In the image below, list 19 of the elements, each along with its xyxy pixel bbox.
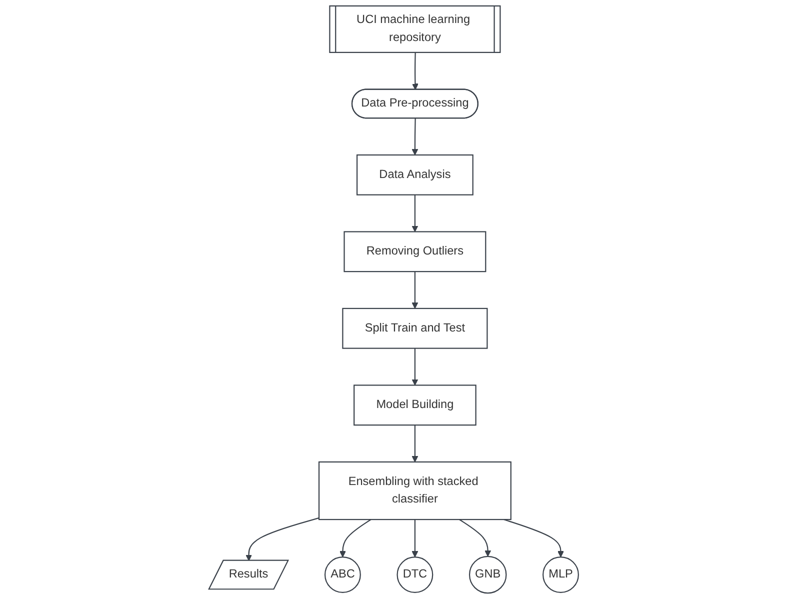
node-box: Model Building bbox=[353, 384, 476, 426]
arrow bbox=[412, 348, 418, 386]
node-circle: ABC bbox=[324, 556, 361, 593]
arrow bbox=[412, 52, 418, 90]
arrow bbox=[339, 519, 372, 558]
node-box: Removing Outliers bbox=[344, 231, 486, 272]
arrow bbox=[412, 520, 418, 558]
arrow bbox=[412, 272, 418, 309]
node-circle: MLP bbox=[542, 556, 579, 593]
node-box: Split Train and Test bbox=[342, 308, 488, 349]
arrow bbox=[458, 519, 491, 557]
node-box: Ensembling with stacked classifier bbox=[318, 461, 512, 520]
arrow bbox=[412, 118, 418, 156]
node-circle: DTC bbox=[396, 556, 433, 593]
arrow bbox=[412, 194, 418, 232]
node-circle: GNB bbox=[468, 556, 507, 594]
arrow bbox=[245, 517, 319, 562]
arrow bbox=[412, 425, 418, 462]
node-box: Data Analysis bbox=[356, 154, 474, 196]
